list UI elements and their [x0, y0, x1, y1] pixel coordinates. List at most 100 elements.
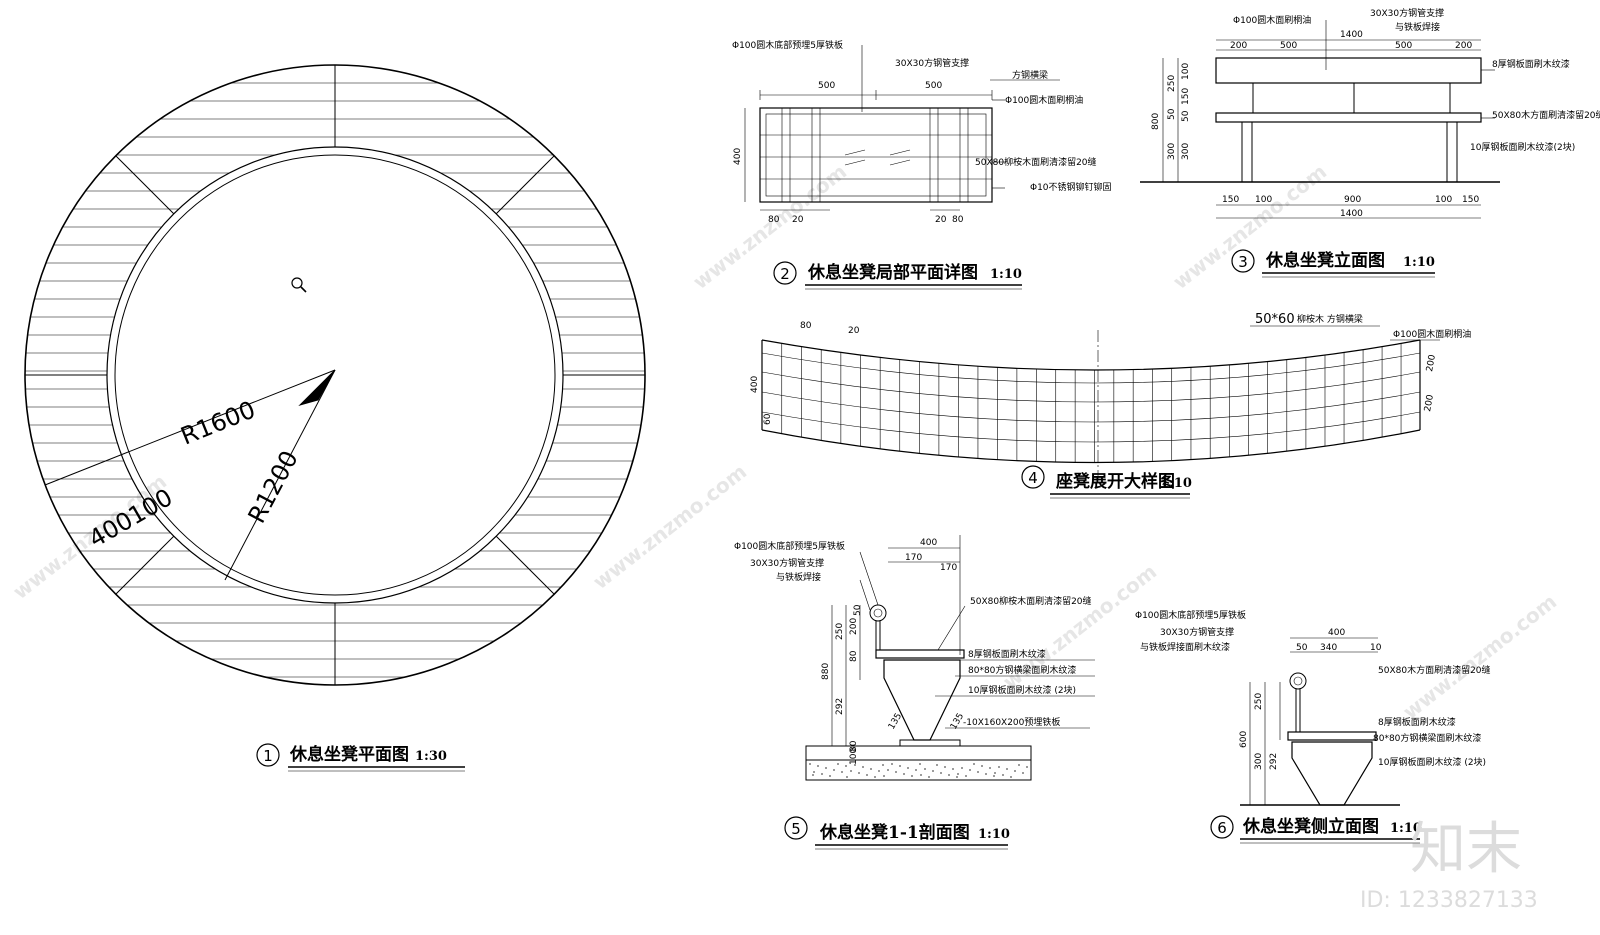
view-number: 4	[1028, 469, 1038, 487]
gravel-dot	[936, 764, 938, 766]
dimension: 500	[818, 81, 835, 91]
gravel-dot	[994, 772, 996, 774]
note: Φ100圆木底部预埋5厚铁板	[734, 540, 845, 552]
gravel-dot	[1022, 772, 1024, 774]
dimension: 200	[849, 618, 859, 635]
gravel-dot	[944, 766, 946, 768]
gravel-dot	[911, 775, 913, 777]
dimension: 100	[849, 748, 859, 765]
gravel-dot	[903, 773, 905, 775]
detail-plan-view: 500 500 400 80 20 20 80 Φ100圆木底部预埋5厚铁板 3…	[732, 39, 1112, 290]
view-scale: 1:10	[1403, 255, 1435, 270]
gravel-dot	[965, 775, 967, 777]
gravel-dot	[1010, 776, 1012, 778]
note: 8厚钢板面刷木纹漆	[1378, 716, 1456, 728]
gravel-dot	[883, 775, 885, 777]
dimension: 250	[835, 623, 845, 640]
unfold-slats	[761, 340, 1421, 463]
gravel-dot	[1018, 764, 1020, 766]
dimension: 20	[792, 215, 804, 225]
unfold-view: 80 20 400 60 200 200 50*60 柳桉木 方钢横梁 Φ100…	[750, 312, 1471, 499]
watermark-text: www.znzmo.com	[1168, 159, 1331, 294]
view-scale: 1:10	[978, 827, 1010, 842]
note: 方钢横梁	[1012, 69, 1048, 81]
dimension: 170	[905, 553, 922, 563]
dimension: 300	[1167, 143, 1177, 160]
gravel-dot	[887, 769, 889, 771]
dimension: 60	[763, 413, 773, 425]
view-title: 休息坐凳1-1剖面图	[819, 822, 970, 843]
gravel-dot	[895, 771, 897, 773]
view-title: 休息坐凳立面图	[1265, 250, 1385, 271]
note: 30X30方钢管支撑	[1370, 7, 1444, 19]
view-scale: 1:30	[415, 749, 447, 764]
view-title: 休息坐凳平面图	[289, 744, 409, 765]
gravel-dot	[817, 765, 819, 767]
gravel-dot	[858, 772, 860, 774]
note: 8厚钢板面刷木纹漆	[968, 648, 1046, 660]
dimension: 80	[800, 321, 812, 331]
gravel-dot	[854, 764, 856, 766]
gravel-dot	[977, 771, 979, 773]
note: 80*80方钢横梁面刷木纹漆	[968, 664, 1076, 676]
note: 柳桉木 方钢横梁	[1297, 313, 1363, 325]
gravel-dot	[1006, 768, 1008, 770]
gravel-dot	[845, 765, 847, 767]
dimension: 50	[853, 604, 863, 616]
gravel-dot	[993, 775, 995, 777]
dimension: 300	[1254, 753, 1264, 770]
gravel-dot	[1002, 774, 1004, 776]
dimension: 600	[1239, 731, 1249, 748]
dimension: 1400	[1340, 30, 1363, 40]
dimension: 20	[848, 326, 860, 336]
dimension: 150	[1462, 195, 1479, 205]
view-number: 2	[780, 265, 790, 283]
dimension: 500	[1280, 41, 1297, 51]
dimension: 200	[1230, 41, 1247, 51]
gravel-dot	[973, 763, 975, 765]
dimension: 300	[1181, 143, 1191, 160]
segment-joints	[25, 65, 645, 685]
dimension: 800	[1151, 113, 1161, 130]
brand-watermark: 知末	[1410, 817, 1522, 882]
dimension: 400	[1328, 628, 1345, 638]
plan-view: R1600 R1200 400100 1 休息坐凳平面图 1:30	[24, 64, 646, 772]
dimension: 200	[1425, 354, 1438, 373]
gravel-dot	[985, 773, 987, 775]
note: 50*60	[1255, 312, 1295, 327]
dimension: 170	[940, 563, 957, 573]
note: 30X30方钢管支撑	[750, 557, 824, 569]
note: Φ10不锈钢铆钉铆固	[1030, 181, 1112, 193]
watermark-layer: www.znzmo.com www.znzmo.com www.znzmo.co…	[8, 159, 1561, 724]
dimension: 150	[1222, 195, 1239, 205]
gravel-dot	[878, 770, 880, 772]
gravel-dot	[841, 771, 843, 773]
ground-hatch	[809, 763, 1028, 778]
gravel-dot	[833, 769, 835, 771]
dimension: 80	[849, 650, 859, 662]
gravel-dot	[809, 763, 811, 765]
gravel-dot	[957, 773, 959, 775]
gravel-dot	[821, 773, 823, 775]
gravel-dot	[825, 767, 827, 769]
gravel-dot	[812, 774, 814, 776]
gravel-dot	[907, 767, 909, 769]
view-number-circle	[256, 743, 280, 767]
gravel-dot	[891, 763, 893, 765]
gravel-dot	[1026, 766, 1028, 768]
note: 30X30方钢管支撑	[1160, 626, 1234, 638]
gravel-dot	[874, 776, 876, 778]
note: 与铁板焊接面刷木纹漆	[1140, 641, 1230, 653]
dimension: 100	[1255, 195, 1272, 205]
dimension: 250	[1167, 75, 1177, 92]
gravel-dot	[919, 763, 921, 765]
gravel-dot	[961, 767, 963, 769]
note: 10厚钢板面刷木纹漆 (2块)	[1378, 756, 1486, 768]
note: 50X80柳桉木面刷清漆留20缝	[975, 156, 1097, 168]
gravel-dot	[989, 767, 991, 769]
magnifier-icon	[291, 277, 307, 293]
radius-outer-label: R1600	[177, 395, 260, 450]
gravel-dot	[915, 769, 917, 771]
note: Φ100圆木面刷桐油	[1005, 94, 1083, 106]
